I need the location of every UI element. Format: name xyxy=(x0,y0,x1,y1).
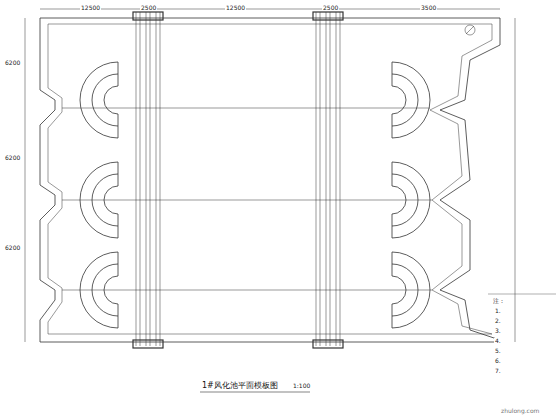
note-number: 1. xyxy=(494,308,502,314)
note-number: 6. xyxy=(494,358,502,364)
drawing-title: 1#风化池平面模板图 xyxy=(202,382,278,390)
note-heading: 注： xyxy=(492,298,506,304)
scale-text: 1:100 xyxy=(292,383,311,389)
dimension: 12500 xyxy=(80,5,101,11)
dimension: 12500 xyxy=(225,5,246,11)
dimension: 6200 xyxy=(4,245,21,251)
dimension: 2500 xyxy=(322,5,339,11)
dimension: 6200 xyxy=(4,60,21,66)
note-number: 4. xyxy=(494,338,502,344)
dimension: 6200 xyxy=(4,155,21,161)
dimension: 3500 xyxy=(420,5,437,11)
note-number: 2. xyxy=(494,318,502,324)
dimension: 2500 xyxy=(140,5,157,11)
note-number: 5. xyxy=(494,348,502,354)
note-number: 3. xyxy=(494,328,502,334)
watermark: zhulong.com xyxy=(500,408,540,414)
note-number: 7. xyxy=(494,368,502,374)
